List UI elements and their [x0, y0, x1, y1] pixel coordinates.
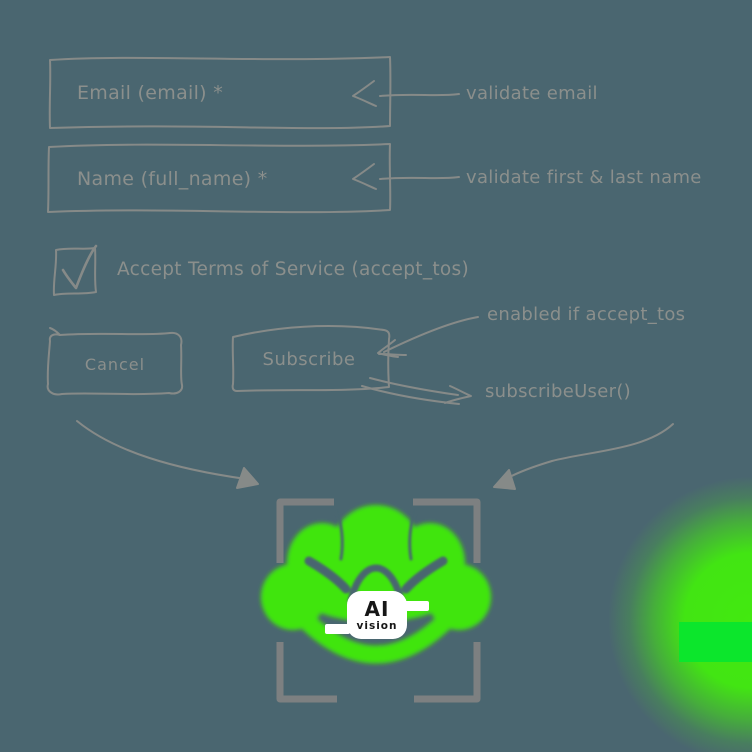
arrow-action-icon: [361, 377, 472, 405]
checkbox-outline: [52, 247, 97, 296]
tos-checkbox-label: Accept Terms of Service (accept_tos): [117, 259, 470, 280]
arrow-enabled-icon: [377, 316, 479, 358]
logo-smile: [281, 594, 471, 664]
badge-connector-right: [404, 601, 429, 611]
logo-petal-gap-left: [336, 511, 344, 561]
arrow-left-curve-icon: [76, 420, 259, 489]
annotation-subscribe-user: subscribeUser(): [485, 381, 631, 402]
subscribe-button-outline: [231, 325, 391, 392]
name-field[interactable]: Name (full_name) *: [48, 143, 392, 212]
email-field-outline: [48, 56, 392, 130]
name-field-outline: [47, 143, 392, 214]
badge-title: AI: [364, 596, 390, 621]
badge-subtitle: vision: [356, 619, 398, 632]
cancel-button[interactable]: Cancel: [45, 333, 185, 395]
viewfinder-bracket-top-left: [276, 498, 334, 563]
email-field-label: Email (email) *: [77, 82, 224, 104]
logo-petal-gap-right: [408, 511, 416, 561]
logo-eye-right: [401, 556, 448, 594]
cancel-button-outline: [46, 331, 184, 396]
logo-eye-left: [304, 556, 351, 594]
annotation-validate-email: validate email: [466, 83, 598, 104]
ai-vision-badge: AI vision: [347, 591, 407, 639]
badge-connector-left: [325, 624, 350, 634]
annotation-validate-name: validate first & last name: [466, 167, 702, 188]
arrow-validate-email-icon: [352, 80, 460, 107]
arrow-validate-name-icon: [352, 163, 460, 190]
tos-checkbox[interactable]: [53, 247, 97, 295]
cancel-button-label: Cancel: [84, 354, 146, 374]
cancel-button-curl: [49, 327, 61, 336]
viewfinder-frame: [276, 498, 481, 703]
arrow-right-curve-icon: [493, 423, 674, 490]
ai-vision-logo: [261, 505, 491, 664]
subscribe-button[interactable]: Subscribe: [228, 326, 390, 392]
subscribe-button-label: Subscribe: [262, 348, 356, 370]
email-field[interactable]: Email (email) *: [48, 56, 392, 128]
annotation-enabled-if-accept-tos: enabled if accept_tos: [487, 304, 686, 325]
viewfinder-bracket-top-right: [413, 498, 481, 563]
name-field-label: Name (full_name) *: [77, 168, 268, 190]
checkmark-icon: [61, 244, 98, 290]
logo-arch: [347, 564, 405, 605]
green-accent-rect: [679, 622, 752, 662]
viewfinder-bracket-bottom-right: [414, 642, 481, 703]
viewfinder-bracket-bottom-left: [276, 642, 337, 703]
green-glow: [572, 466, 752, 752]
